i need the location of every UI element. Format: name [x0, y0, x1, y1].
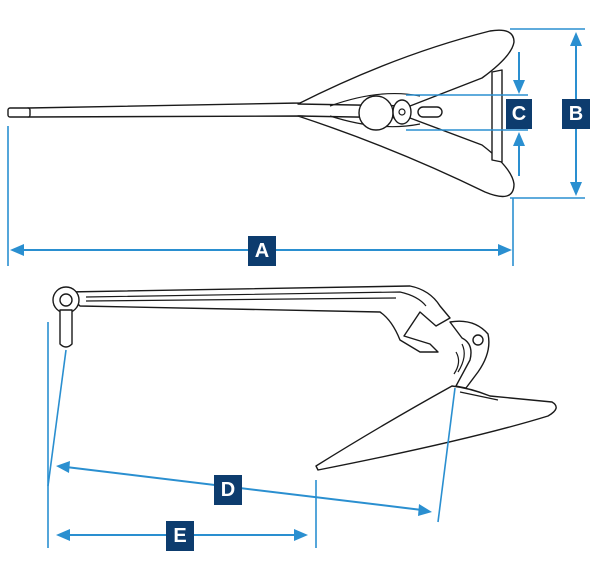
top-lower-fluke — [297, 115, 515, 198]
dim-d-line — [65, 466, 423, 511]
badge-a-box — [248, 236, 276, 266]
dim-e-arrow-left — [56, 529, 70, 541]
side-eye-drop — [59, 309, 73, 348]
dim-c-arrow-top — [513, 80, 525, 94]
top-shank-tip — [7, 107, 31, 118]
dim-d-arrow-left — [56, 461, 70, 473]
badge-e-box — [166, 521, 194, 551]
dim-a-arrow-right — [498, 244, 512, 256]
top-pivot-ring — [358, 95, 394, 131]
side-crown-pin — [472, 334, 484, 346]
badge-d-box — [214, 475, 242, 505]
side-shank-inner — [85, 291, 427, 307]
badge-d: D — [214, 475, 242, 505]
side-eye-hole — [59, 293, 73, 307]
side-crown-detail — [457, 343, 465, 373]
badge-b-box — [562, 99, 590, 129]
side-crown-detail-2 — [453, 351, 460, 375]
badge-c-label: C — [512, 103, 526, 125]
top-slot — [417, 106, 443, 118]
badge-c-box — [506, 99, 532, 129]
badge-d-label: D — [221, 479, 235, 501]
anchor-top-view — [7, 29, 515, 198]
side-crown — [449, 320, 490, 389]
anchor-side-view — [52, 285, 557, 471]
side-shank — [65, 285, 451, 353]
dim-b-arrow-top — [570, 32, 582, 46]
badge-e: E — [166, 521, 194, 551]
side-shank-inner-2 — [85, 297, 397, 302]
badge-a-label: A — [255, 240, 269, 262]
dim-d-arrow-right — [418, 504, 432, 516]
top-crown-bar — [491, 69, 503, 163]
side-fluke-inner — [459, 391, 499, 401]
dim-b-arrow-bottom — [570, 182, 582, 196]
dim-a-arrow-left — [10, 244, 24, 256]
badge-b-label: B — [569, 103, 583, 125]
badge-c: C — [506, 99, 532, 129]
badge-e-label: E — [173, 525, 186, 547]
top-pivot-pin — [398, 108, 406, 116]
dim-c-arrow-bottom — [513, 132, 525, 146]
badge-a: A — [248, 236, 276, 266]
side-fluke — [315, 385, 557, 471]
ext-d-right — [437, 387, 456, 523]
dim-e-arrow-right — [294, 529, 308, 541]
top-pivot-hole — [392, 99, 412, 125]
badge-b: B — [562, 99, 590, 129]
ext-d-slant-left — [47, 349, 67, 487]
top-upper-fluke — [297, 29, 515, 107]
